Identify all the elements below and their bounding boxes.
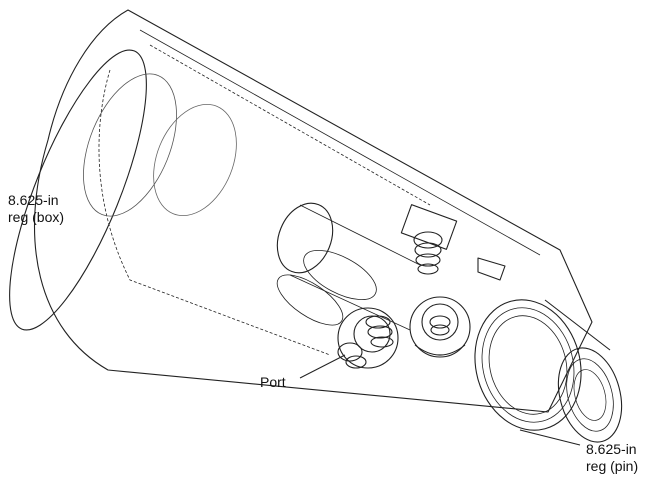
upper-valve-assembly <box>400 204 506 281</box>
internal-capsule <box>303 249 377 301</box>
port-capsule <box>276 274 344 326</box>
box-label-line2: reg (box) <box>8 209 65 225</box>
pin-label-line2: reg (pin) <box>586 458 639 474</box>
port-valve-assembly <box>337 307 399 369</box>
pin-label-line1: 8.625-in <box>586 441 637 457</box>
port-label: Port <box>260 374 286 391</box>
pin-connection-label: 8.625-in reg (pin) <box>586 441 638 475</box>
box-end-outer-ellipse <box>9 49 147 331</box>
inner-bore-outline <box>98 44 431 356</box>
box-connection-label: 8.625-in reg (box) <box>8 192 64 226</box>
center-valve-assembly <box>409 296 471 358</box>
box-end-ring-1 <box>83 73 177 217</box>
pin-end-assembly <box>474 299 623 446</box>
internal-tube-opening <box>276 202 334 274</box>
box-end-ring-2 <box>153 103 237 217</box>
port-label-text: Port <box>260 374 286 390</box>
port-leader-line <box>299 354 346 379</box>
cylinder-body-outline <box>33 9 593 413</box>
box-label-line1: 8.625-in <box>8 192 59 208</box>
cylinder-top-edge <box>139 29 541 256</box>
